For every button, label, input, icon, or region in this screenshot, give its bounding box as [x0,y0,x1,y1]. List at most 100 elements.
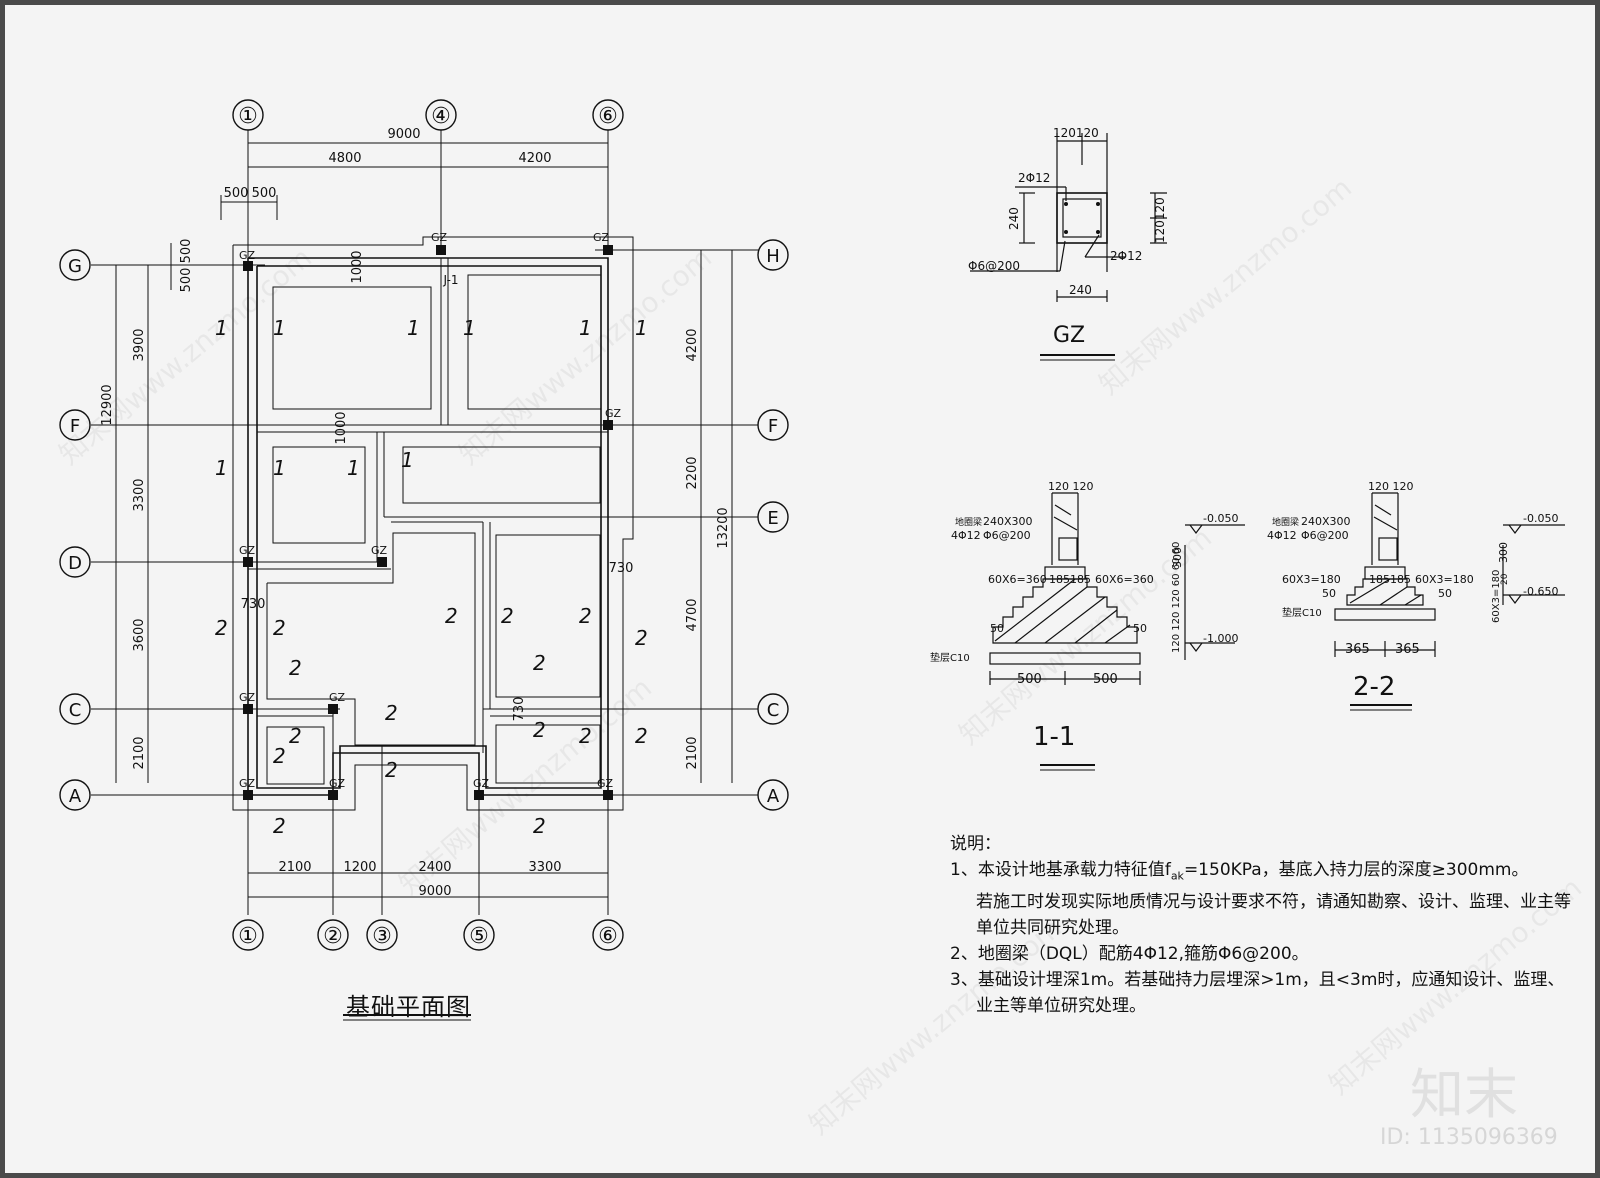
dim-bottom-2400: 2400 [418,860,451,875]
gz-top-dims: 120120 [1053,126,1099,140]
dim-left-500b: 500 [179,268,194,293]
dim-right-4200: 4200 [685,328,700,361]
gz-label: GZ [329,777,346,790]
s22-beam-name: 地圈梁 [1272,516,1299,528]
axis-right-a: A [767,786,780,807]
section-cut-number: 2 [533,651,546,675]
section-cut-number: 1 [407,316,420,340]
s11-50b: 50 [1133,622,1147,635]
section-cut-number: 2 [385,758,398,782]
axis-top-4: ④ [431,104,451,129]
s22-w2: 365 [1395,642,1420,657]
dim-inner-730c: 730 [512,697,527,722]
section-cut-number: 2 [385,701,398,725]
section-cut-number: 2 [273,744,286,768]
gz-label: GZ [239,249,256,262]
s22-beam-bar: 4Φ12 [1267,529,1297,542]
s11-beam-name: 地圈梁 [955,516,982,528]
note-1: 1、本设计地基承载力特征值fak=150KPa，基底入持力层的深度≥300mm。 [950,857,1570,889]
gz-label: GZ [431,231,448,244]
note-1-line-3: 单位共同研究处理。 [976,918,1129,939]
axis-bottom-3: ③ [372,924,392,949]
dim-left-2100: 2100 [132,736,147,769]
section-cut-number: 1 [273,316,286,340]
s11-w1: 500 [1017,672,1042,687]
note-1-line-2: 若施工时发现实际地质情况与设计要求不符，请通知勘察、设计、监理、业主等 [976,892,1571,913]
s22-w1: 365 [1345,642,1370,657]
section-cut-number: 1 [401,448,414,472]
gz-columns [243,245,613,800]
note-3: 3、基础设计埋深1m。若基础持力层埋深>1m，且<3m时，应通知设计、监理、 [950,970,1565,991]
s11-elev1: -0.050 [1203,512,1238,525]
section-cut-number: 2 [533,718,546,742]
section-cut-number: 1 [273,456,286,480]
note-1-text-a: 1、本设计地基承载力特征值f [950,860,1171,880]
s11-mid: 185185 [1049,573,1091,586]
s22-50b: 50 [1438,587,1452,600]
axis-top-6: ⑥ [598,104,618,129]
s22-v20: 20 [1500,573,1510,585]
section-cut-number: 1 [463,316,476,340]
dim-right-total: 13200 [716,507,731,548]
axis-bottom-6: ⑥ [598,924,618,949]
s11-pad: 垫层C10 [930,651,970,664]
gz-title: GZ [1053,323,1085,348]
dim-small-500b: 500 [252,186,277,201]
s11-step-left: 60X6=360 [988,573,1047,586]
axis-right-c: C [767,700,780,721]
gz-label: GZ [597,777,614,790]
s22-title: 2-2 [1353,672,1395,702]
axis-right-h: H [766,246,780,267]
gz-dim-right: 120120 [1153,197,1167,243]
s11-step-right: 60X6=360 [1095,573,1154,586]
s11-beam-size: 240X300 [983,515,1033,528]
gz-label: GZ [473,777,490,790]
note-3-line-2: 业主等单位研究处理。 [976,996,1146,1017]
s22-dim300: 300 [1497,542,1510,563]
dim-inner-730b: 730 [609,561,634,576]
gz-label: GZ [593,231,610,244]
section-cut-number: 2 [501,604,514,628]
s11-w2: 500 [1093,672,1118,687]
s11-vdims: 120 120 120 60 60 60 [1171,542,1182,653]
gz-dim-bottom: 240 [1069,283,1092,297]
axis-left-f: F [70,416,80,437]
s22-beam-size: 240X300 [1301,515,1351,528]
plan-title: 基础平面图 [346,993,471,1021]
gz-label: GZ [605,407,622,420]
section-cut-number: 2 [533,814,546,838]
dim-bottom-total: 9000 [418,884,451,899]
section-cut-number: 2 [215,616,228,640]
dim-inner-1000a: 1000 [350,250,365,283]
axis-left-g: G [68,256,82,277]
s22-mid: 185185 [1369,573,1411,586]
s22-pad: 垫层C10 [1282,606,1322,619]
axis-bottom-5: ⑤ [469,924,489,949]
label-j1: J-1 [442,273,458,287]
dim-left-3900: 3900 [132,328,147,361]
gz-label: GZ [239,691,256,704]
image-id: ID: 1135096369 [1380,1125,1558,1150]
dim-left-3300: 3300 [132,478,147,511]
note-2: 2、地圈梁（DQL）配筋4Φ12,箍筋Φ6@200。 [950,944,1309,965]
dim-right-2100: 2100 [685,736,700,769]
gz-label: GZ [239,777,256,790]
dim-right-4700: 4700 [685,598,700,631]
axis-right-e: E [767,508,778,529]
section-2-2 [1334,492,1565,711]
section-cut-number: 1 [579,316,592,340]
axis-right-f: F [768,416,778,437]
s11-50a: 50 [990,622,1004,635]
section-cut-number: 1 [215,456,228,480]
section-cut-number: 2 [445,604,458,628]
brand-logo: 知末 [1410,1063,1518,1126]
axis-bubbles [59,99,789,951]
drawing-sheet: ① ④ ⑥ ① ② ③ ⑤ ⑥ G F D C A H F E C A 9000… [5,5,1595,1173]
section-cut-number: 1 [347,456,360,480]
dim-left-3600: 3600 [132,618,147,651]
s22-elev1: -0.050 [1523,512,1558,525]
notes-heading: 说明： [950,834,1001,854]
section-cut-number: 2 [635,724,648,748]
s11-beam-stir: Φ6@200 [983,529,1031,542]
